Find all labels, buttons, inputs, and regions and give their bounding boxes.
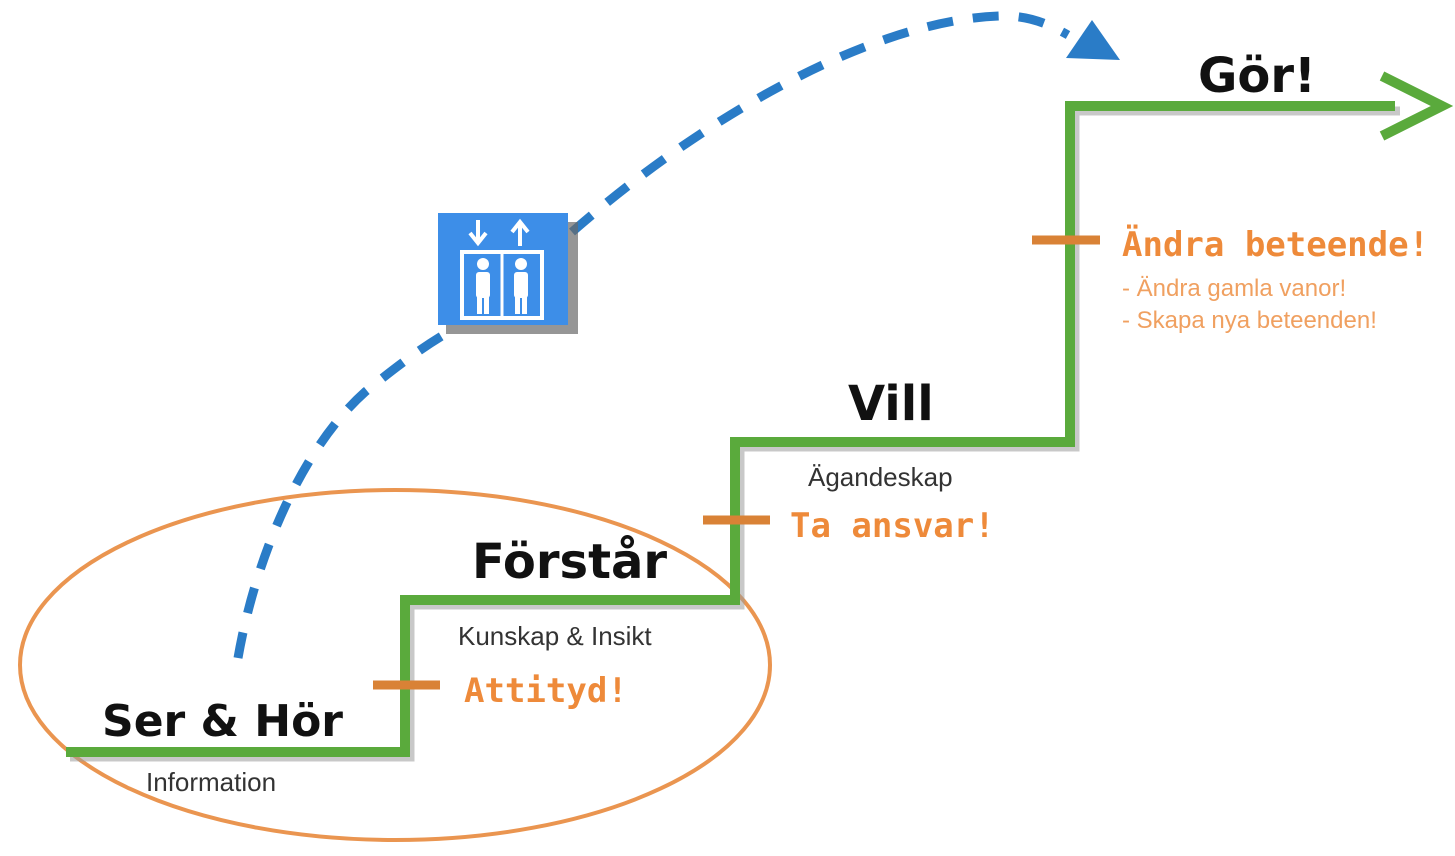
shortcut-arc-upper [569,11,1071,236]
transition-label-attitude: Attityd! [464,671,628,711]
transition-note-new-behaviors: - Skapa nya beteenden! [1122,307,1377,334]
transition-note-old-habits: - Ändra gamla vanor! [1122,275,1346,302]
transition-label-behavior: Ändra beteende! [1122,224,1429,265]
staircase-line [66,101,1395,757]
arrowhead-right-icon [1379,71,1454,141]
step-subtitle-knowledge: Kunskap & Insikt [458,621,652,651]
step-title-understand: Förstår [472,534,667,590]
highlight-ellipse [18,488,772,842]
shortcut-arrowhead-icon [1066,20,1120,60]
transition-label-responsibility: Ta ansvar! [790,506,995,546]
step-title-do: Gör! [1198,48,1316,104]
step-title-see-hear: Ser & Hör [102,696,343,747]
step-subtitle-ownership: Ägandeskap [808,462,953,492]
step-title-want: Vill [848,376,934,432]
step-subtitle-information: Information [146,767,276,797]
staircase-shadow [70,106,1400,762]
elevator-icon [438,213,578,334]
